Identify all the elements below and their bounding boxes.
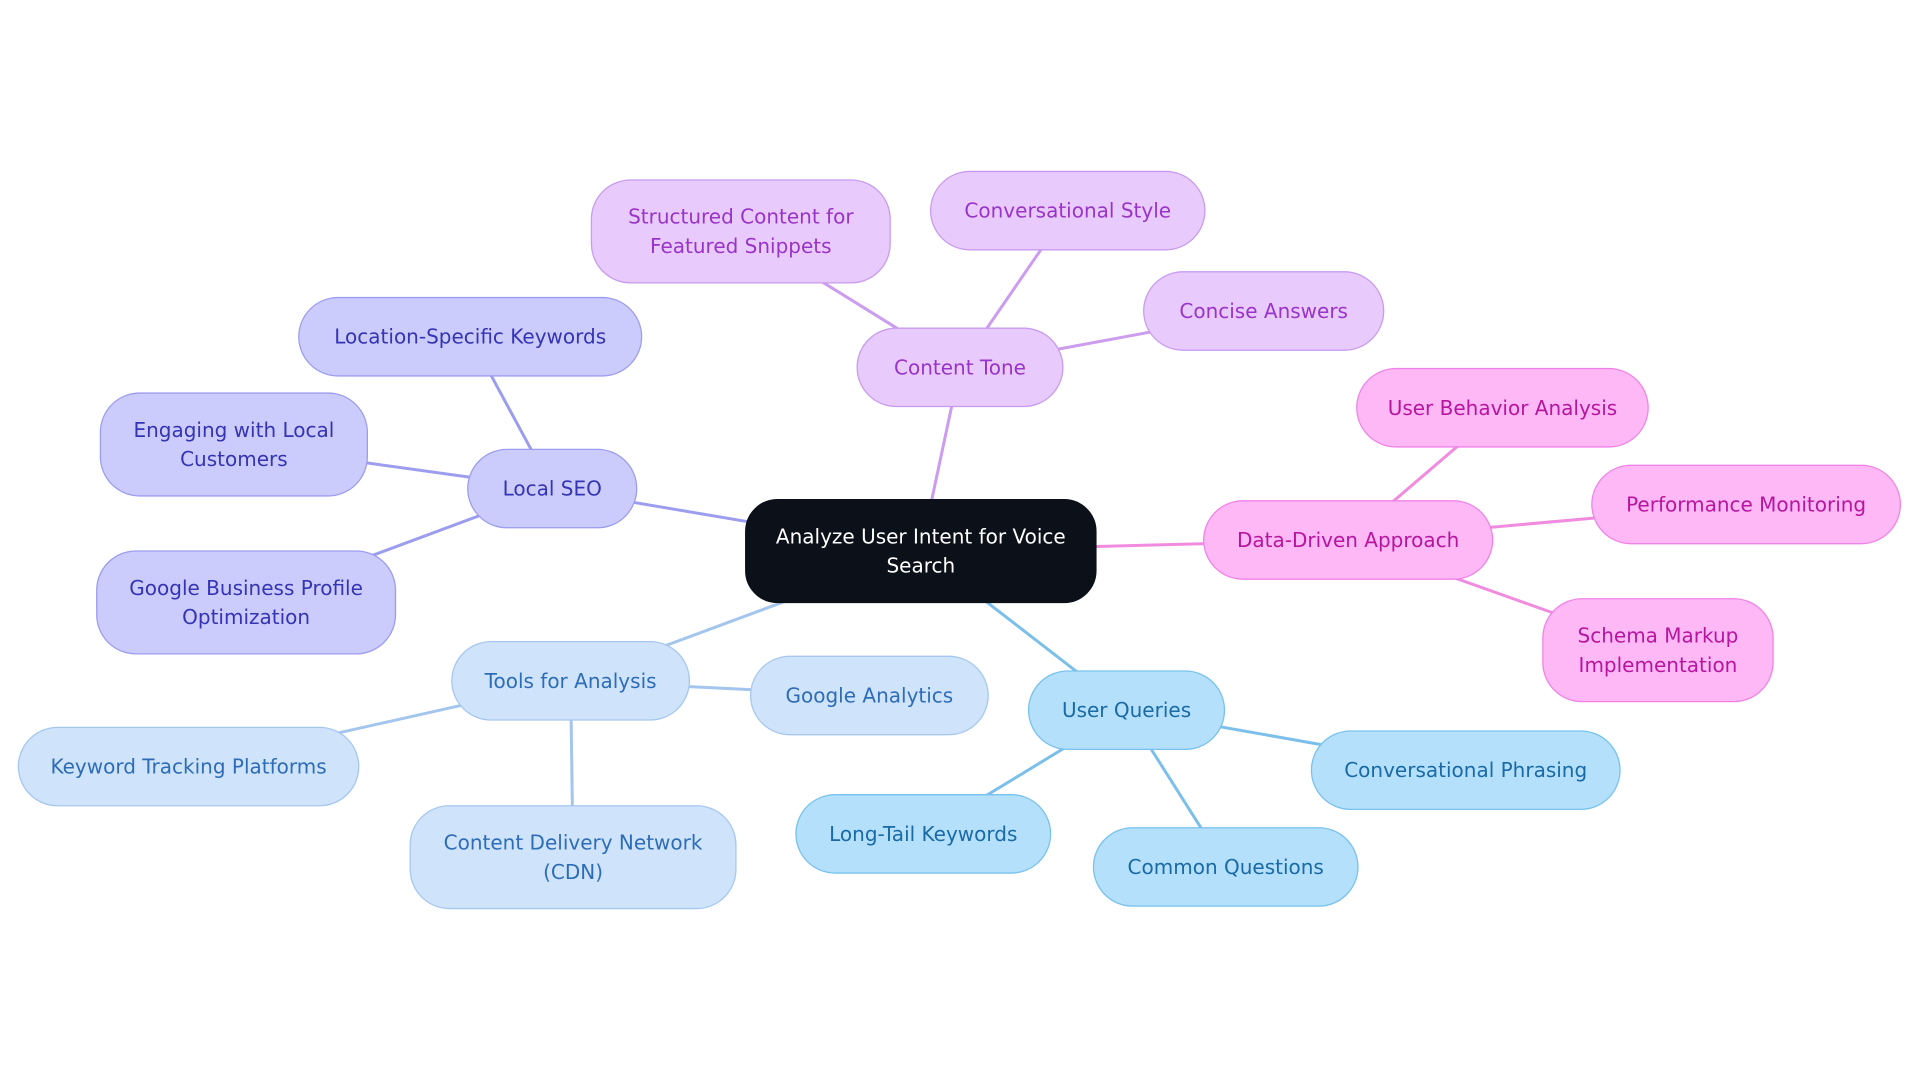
node-label-location-keywords-line-1: Location-Specific Keywords: [334, 325, 606, 349]
node-label-cdn-line-2: (CDN): [543, 860, 603, 884]
node-label-user-behavior-line-1: User Behavior Analysis: [1388, 396, 1618, 420]
node-box-structured-content: [590, 179, 891, 284]
node-label-conversational-style-line-1: Conversational Style: [964, 199, 1171, 223]
node-label-user-queries-line-1: User Queries: [1062, 698, 1191, 722]
node-label-concise-answers-line-1: Concise Answers: [1179, 299, 1348, 323]
node-label-cdn-line-1: Content Delivery Network: [444, 830, 703, 854]
node-label-content-tone-line-1: Content Tone: [894, 355, 1026, 379]
node-data-driven: Data-Driven Approach: [1203, 500, 1494, 580]
node-box-root: [745, 498, 1097, 604]
node-common-questions: Common Questions: [1092, 827, 1359, 907]
node-label-root-line-2: Search: [886, 554, 955, 578]
node-box-cdn: [409, 805, 737, 910]
node-label-conversational-phrasing-line-1: Conversational Phrasing: [1344, 758, 1587, 782]
node-box-gbp-optimization: [96, 550, 397, 655]
node-keyword-tracking: Keyword Tracking Platforms: [17, 726, 360, 807]
node-box-google-analytics: [749, 655, 989, 736]
node-user-behavior: User Behavior Analysis: [1356, 367, 1649, 448]
node-box-engaging-local: [99, 392, 368, 497]
nodes-layer: Analyze User Intent for VoiceSearchConte…: [17, 170, 1902, 910]
node-label-common-questions-line-1: Common Questions: [1128, 855, 1324, 879]
node-label-engaging-local-line-1: Engaging with Local: [133, 418, 334, 442]
node-box-user-queries: [1027, 670, 1226, 751]
node-label-engaging-local-line-2: Customers: [180, 447, 288, 471]
node-user-queries: User Queries: [1027, 670, 1226, 751]
node-conversational-phrasing: Conversational Phrasing: [1310, 730, 1621, 811]
node-label-long-tail-line-1: Long-Tail Keywords: [829, 822, 1017, 846]
node-label-data-driven-line-1: Data-Driven Approach: [1237, 528, 1459, 552]
node-performance-monitoring: Performance Monitoring: [1591, 464, 1902, 545]
node-box-conversational-style: [929, 170, 1206, 251]
node-concise-answers: Concise Answers: [1143, 271, 1385, 351]
node-local-seo: Local SEO: [467, 448, 638, 529]
node-box-content-tone: [856, 327, 1064, 408]
node-content-tone: Content Tone: [856, 327, 1064, 408]
node-label-performance-monitoring-line-1: Performance Monitoring: [1626, 492, 1866, 516]
node-label-google-analytics-line-1: Google Analytics: [786, 684, 954, 708]
node-google-analytics: Google Analytics: [749, 655, 989, 736]
node-label-structured-content-line-2: Featured Snippets: [650, 234, 832, 258]
node-tools-analysis: Tools for Analysis: [451, 640, 691, 721]
node-box-tools-analysis: [451, 640, 691, 721]
node-box-user-behavior: [1356, 367, 1649, 448]
node-label-local-seo-line-1: Local SEO: [503, 477, 602, 501]
node-location-keywords: Location-Specific Keywords: [298, 296, 643, 377]
node-label-root-line-1: Analyze User Intent for Voice: [776, 524, 1066, 548]
node-label-keyword-tracking-line-1: Keyword Tracking Platforms: [50, 755, 326, 779]
node-box-performance-monitoring: [1591, 464, 1902, 545]
node-box-common-questions: [1092, 827, 1359, 907]
node-label-structured-content-line-1: Structured Content for: [628, 205, 854, 229]
node-box-schema-markup: [1542, 598, 1774, 703]
node-box-data-driven: [1203, 500, 1494, 580]
node-box-conversational-phrasing: [1310, 730, 1621, 811]
node-label-tools-analysis-line-1: Tools for Analysis: [484, 669, 657, 693]
node-box-local-seo: [467, 448, 638, 529]
node-cdn: Content Delivery Network (CDN): [409, 805, 737, 910]
node-box-concise-answers: [1143, 271, 1385, 351]
node-conversational-style: Conversational Style: [929, 170, 1206, 251]
node-label-schema-markup-line-1: Schema Markup: [1578, 624, 1739, 648]
node-box-long-tail: [795, 794, 1052, 874]
node-box-location-keywords: [298, 296, 643, 377]
node-label-gbp-optimization-line-1: Google Business Profile: [129, 576, 363, 600]
node-label-schema-markup-line-2: Implementation: [1579, 653, 1738, 677]
node-box-keyword-tracking: [17, 726, 360, 807]
node-label-gbp-optimization-line-2: Optimization: [182, 605, 310, 629]
node-long-tail: Long-Tail Keywords: [795, 794, 1052, 874]
